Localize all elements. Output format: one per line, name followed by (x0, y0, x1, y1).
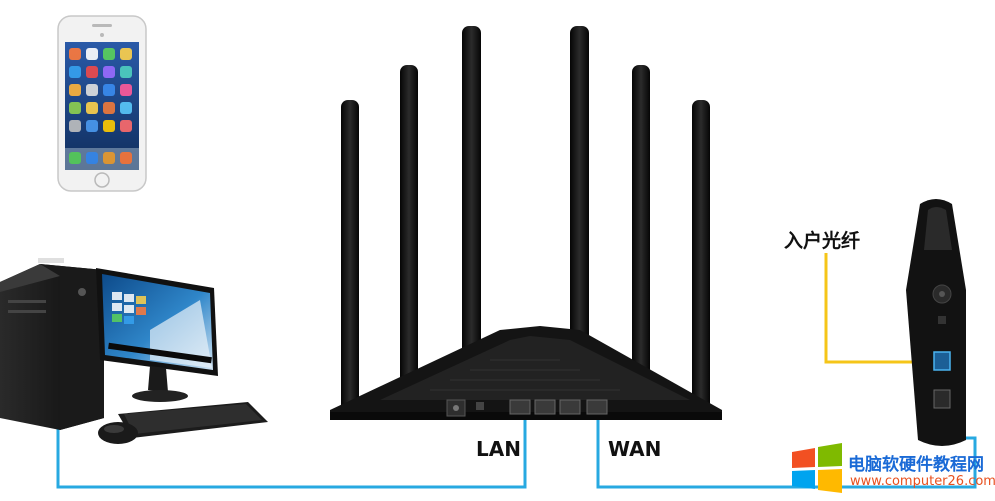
wan-port (586, 399, 608, 415)
desktop-computer-icon (0, 258, 268, 444)
fiber-modem-icon (906, 199, 966, 446)
smartphone-icon (57, 15, 147, 192)
windows-logo-icon (792, 443, 842, 493)
wireless-router-icon (330, 26, 722, 420)
lan-cable (56, 418, 527, 489)
watermark-url: www.computer26.com (850, 474, 995, 489)
router-antennas (341, 26, 710, 418)
watermark-title: 电脑软硬件教程网 (848, 455, 984, 475)
fiber-label: 入户光纤 (784, 230, 861, 252)
fiber-input-port (933, 351, 951, 371)
lan-ports (509, 399, 581, 415)
fiber-cable (824, 253, 942, 364)
lan-label: LAN (476, 437, 521, 461)
modem-output-port (933, 389, 951, 409)
wan-label: WAN (608, 437, 662, 461)
